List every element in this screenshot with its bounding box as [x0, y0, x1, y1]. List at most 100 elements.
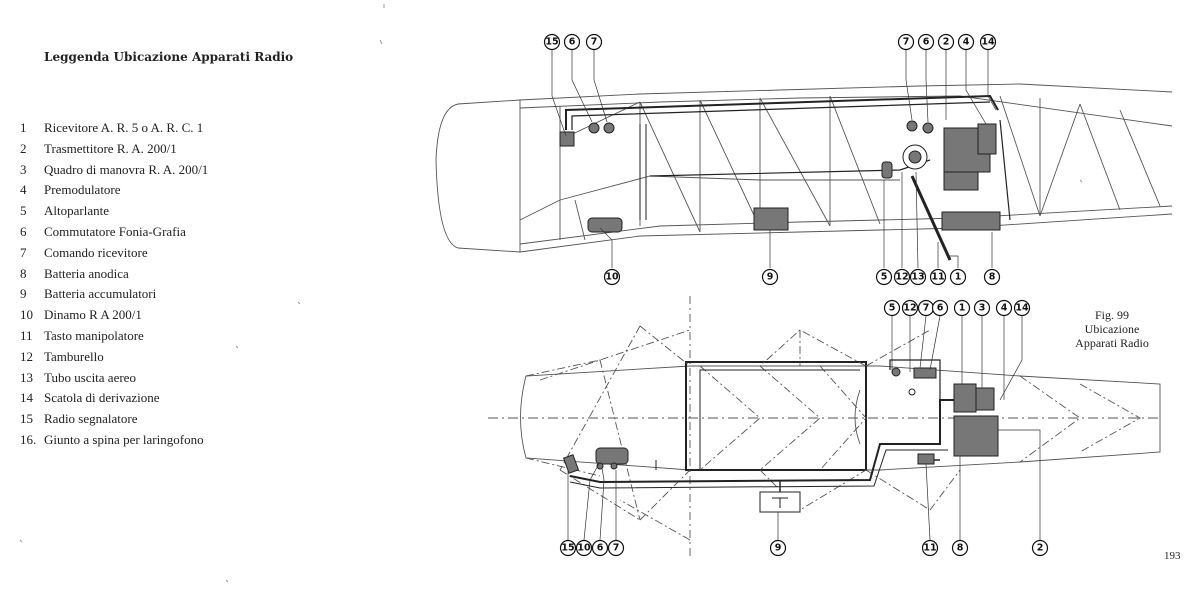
callout-number: 7	[591, 37, 598, 48]
legend-item-number: 8	[20, 265, 27, 281]
side-view-leaders	[551, 50, 997, 269]
callout-transmitter: 2	[1031, 539, 1049, 557]
callout-junction-box: 14	[979, 33, 997, 51]
legend-item-label: Radio segnalatore	[44, 411, 138, 427]
callout-receiver-control: 7	[585, 33, 603, 51]
callout-number: 10	[605, 272, 619, 283]
legend-item-number: 7	[20, 244, 27, 260]
legend-item-label: Giunto a spina per laringofono	[44, 431, 204, 447]
legend-item-label: Comando ricevitore	[44, 244, 148, 260]
switch-box	[913, 367, 937, 379]
legend-item-number: 1	[20, 120, 27, 135]
side-view-callouts: 15 6 7 7 6 2 4 14 10 9 5 12 13 11 1 8	[543, 33, 1001, 286]
callout-aerial-exit-tube: 13	[909, 268, 927, 286]
legend-item-label: Tamburello	[44, 348, 104, 364]
callout-number: 5	[881, 272, 888, 283]
side-view-fuselage	[435, 83, 1173, 261]
callout-number: 10	[577, 543, 591, 554]
page-number: 193	[1164, 550, 1181, 562]
radio-signaller-box	[562, 454, 580, 474]
legend-item-number: 6	[20, 223, 27, 239]
radio-signaller-box	[559, 131, 575, 147]
callout-premodulator: 4	[995, 299, 1013, 317]
callout-radio-signaller: 15	[543, 33, 561, 51]
legend-title: Leggenda Ubicazione Apparati Radio	[44, 50, 294, 64]
callout-dynamo: 10	[575, 539, 593, 557]
legend-item: 1 Ricevitore A. R. 5 o A. R. C. 1	[20, 118, 208, 139]
legend-item: 12 Tamburello	[20, 347, 208, 368]
callout-receiver: 1	[949, 268, 967, 286]
callout-dynamo: 10	[603, 268, 621, 286]
callout-number: 12	[895, 272, 908, 283]
callout-reel: 12	[901, 299, 919, 317]
legend-item-label: Altoparlante	[44, 203, 109, 219]
legend-item-number: 14	[20, 390, 33, 406]
callout-number: 9	[775, 543, 782, 554]
callout-loudspeaker: 5	[875, 268, 893, 286]
legend-item: 14 Scatola di derivazione	[20, 388, 208, 409]
callout-phone-telegraph-switch: 6	[917, 33, 935, 51]
legend-item: 6 Commutatore Fonia-Grafia	[20, 222, 208, 243]
figure-caption-title-line1: Ubicazione	[1084, 322, 1140, 336]
legend-item-number: 13	[20, 369, 33, 385]
callout-number: 6	[597, 543, 604, 554]
legend-item-label: Dinamo R A 200/1	[44, 307, 142, 323]
callout-morse-key: 11	[921, 539, 939, 557]
top-view-leaders	[567, 315, 1041, 541]
receiver-box	[943, 171, 979, 191]
legend-item-label: Commutatore Fonia-Grafia	[44, 223, 186, 239]
callout-number: 11	[923, 543, 936, 554]
legend-item-label: Scatola di derivazione	[44, 390, 160, 406]
callout-receiver-control: 7	[607, 539, 625, 557]
callout-number: 8	[989, 272, 996, 283]
callout-accumulator-battery: 9	[761, 268, 779, 286]
legend-item-number: 11	[20, 327, 33, 343]
legend-item-number: 12	[20, 348, 33, 364]
callout-premodulator: 4	[957, 33, 975, 51]
dynamo-box	[587, 217, 623, 233]
transmitter-box	[953, 415, 999, 457]
callout-number: 6	[937, 303, 944, 314]
callout-number: 12	[903, 303, 916, 314]
callout-anodic-battery: 8	[983, 268, 1001, 286]
legend-item-label: Ricevitore A. R. 5 o A. R. C. 1	[44, 120, 204, 135]
side-view-equipment	[559, 123, 1001, 233]
callout-number: 13	[911, 272, 924, 283]
callout-number: 14	[981, 37, 995, 48]
callout-transmitter: 2	[937, 33, 955, 51]
callout-phone-telegraph-switch: 6	[563, 33, 581, 51]
legend-item: 16. Giunto a spina per laringofono	[20, 430, 208, 451]
callout-number: 15	[545, 37, 558, 48]
callout-receiver: 1	[953, 299, 971, 317]
legend-item-number: 16.	[20, 431, 37, 447]
top-view-callouts: 5 12 7 6 1 3 4 14 15 10 6 7 9 11 8 2	[559, 299, 1049, 557]
callout-junction-box: 14	[1013, 299, 1031, 317]
receiver-box	[953, 383, 977, 413]
callout-accumulator-battery: 9	[769, 539, 787, 557]
control-panel-box	[975, 387, 995, 411]
dynamo-box	[595, 447, 629, 465]
legend-item-label: Premodulatore	[44, 182, 121, 198]
callout-loudspeaker: 5	[883, 299, 901, 317]
scan-marks	[19, 4, 1083, 583]
callout-anodic-battery: 8	[951, 539, 969, 557]
legend-item-label: Tasto manipolatore	[44, 327, 144, 343]
legend-item-number: 2	[20, 140, 27, 156]
callout-reel: 12	[893, 268, 911, 286]
figure-caption-title-line2: Apparati Radio	[1075, 336, 1149, 350]
callout-radio-signaller: 15	[559, 539, 577, 557]
legend-item-label: Batteria anodica	[44, 265, 129, 281]
callout-number: 3	[979, 303, 986, 314]
callout-number: 8	[957, 543, 964, 554]
callout-number: 11	[931, 272, 944, 283]
callout-receiver-control: 7	[917, 299, 935, 317]
legend-item-label: Quadro di manovra R. A. 200/1	[44, 161, 209, 177]
callout-number: 1	[959, 303, 966, 314]
